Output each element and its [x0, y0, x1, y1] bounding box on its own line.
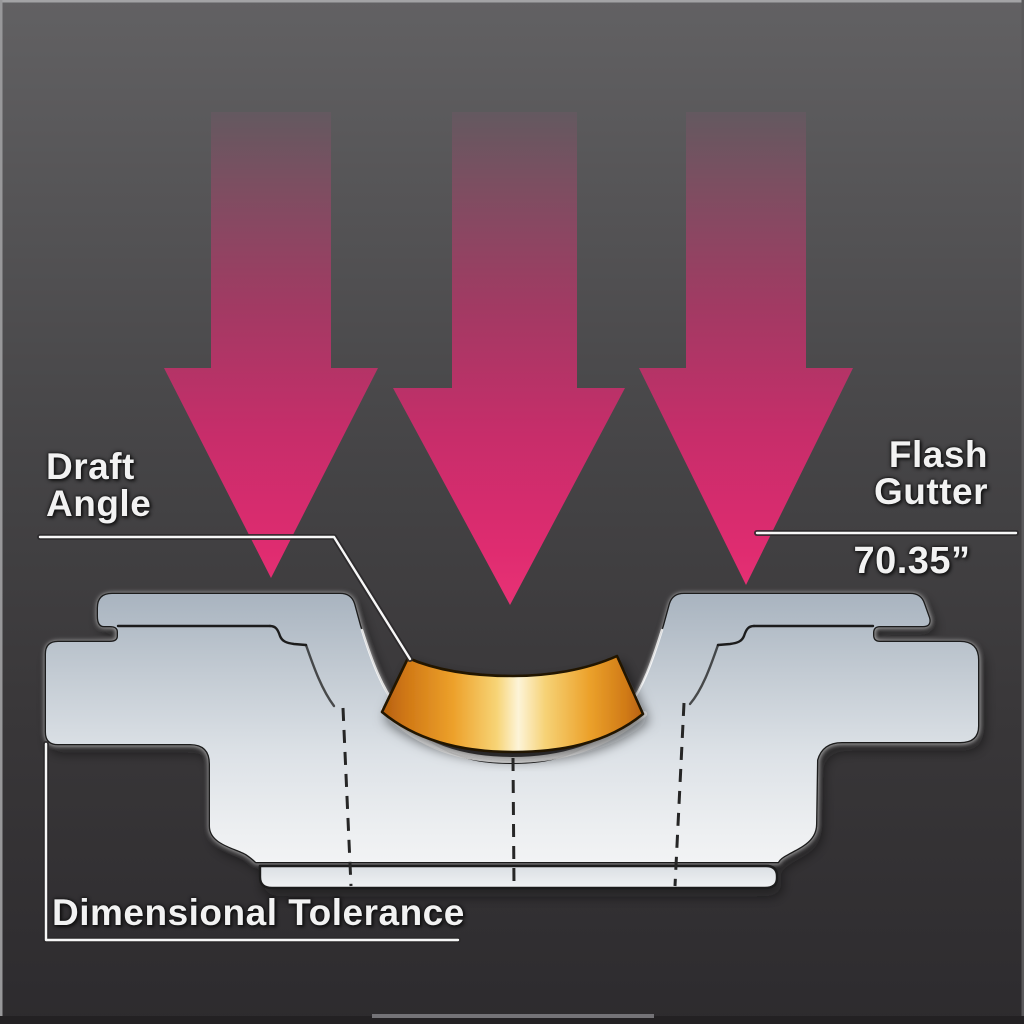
dashed-tolerance-lines: [341, 702, 686, 887]
draft-angle-leader: [38, 535, 412, 661]
down-arrow-icon: [164, 112, 378, 578]
die-step-seams: [116, 624, 875, 708]
leader-lines: [37, 530, 1019, 943]
dimensional-tolerance-label: Dimensional Tolerance: [52, 892, 465, 933]
flash-gutter-line1: Flash: [888, 434, 988, 475]
flash-strip: [258, 864, 779, 890]
down-arrow-icon: [639, 112, 853, 585]
down-arrow-icon: [393, 112, 625, 605]
dimensional-tolerance-leader: [44, 742, 460, 942]
flash-gutter-line2: Gutter: [874, 471, 988, 512]
press-force-arrows: [164, 112, 853, 605]
flash-gutter-measurement: 70.35”: [853, 540, 971, 582]
draft-angle-line1: Draft: [46, 446, 135, 487]
die-body: [44, 592, 980, 864]
forged-workpiece: [380, 654, 645, 754]
draft-angle-line2: Angle: [46, 483, 152, 524]
